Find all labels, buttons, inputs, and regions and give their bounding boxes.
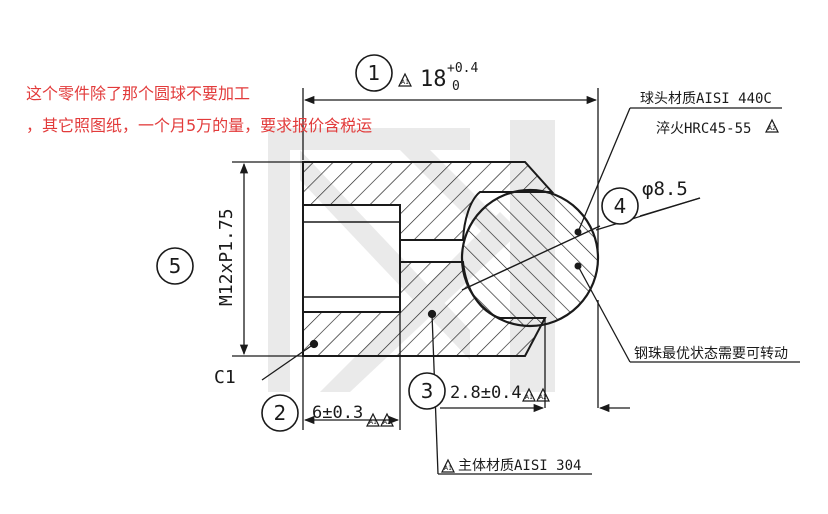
overall-length-upper: +0.4 bbox=[447, 61, 478, 76]
ref-triangles bbox=[366, 72, 779, 473]
ball-hardening-label: 淬火HRC45-55 bbox=[656, 121, 751, 137]
balloon-1 bbox=[355, 54, 393, 92]
protrusion-dim bbox=[440, 300, 630, 413]
overall-length-base: 18 bbox=[420, 67, 447, 92]
overall-length-dim bbox=[302, 88, 599, 250]
ball-dia-leader bbox=[595, 197, 701, 231]
body-section bbox=[302, 161, 555, 357]
ref-a1-protrusion: A1 bbox=[525, 394, 533, 401]
body-material-label: 主体材质AISI 304 bbox=[458, 458, 581, 474]
red-note-line-1: 这个零件除了那个圆球不要加工 bbox=[26, 84, 251, 103]
red-note-line-2: ，其它照图纸，一个月5万的量，要求报价含税运 bbox=[26, 116, 373, 135]
ref-a1-top: A1 bbox=[401, 79, 409, 86]
chamfer-label: C1 bbox=[214, 367, 236, 388]
ref-a2-protrusion: A2 bbox=[539, 394, 547, 401]
ball-diameter-label: φ8.5 bbox=[642, 178, 688, 200]
ref-a2-bore: A2 bbox=[383, 419, 391, 426]
balloon-2-label: 2 bbox=[274, 401, 287, 425]
balloon-3 bbox=[408, 372, 446, 410]
thread-spec: M12xP1.75 bbox=[216, 208, 237, 306]
ball bbox=[460, 188, 601, 328]
balloon-5-label: 5 bbox=[169, 254, 182, 278]
ref-a1-body: A1 bbox=[444, 465, 452, 472]
bore-depth-dim bbox=[302, 312, 401, 430]
ref-a1-bore: A1 bbox=[369, 419, 377, 426]
ref-a2-hardening: A2 bbox=[768, 125, 776, 132]
thread-dim bbox=[232, 161, 303, 357]
balloon-5 bbox=[156, 247, 194, 285]
ball-rotation-leader bbox=[577, 265, 800, 363]
bore-depth-label: 6±0.3 bbox=[312, 403, 363, 423]
balloon-1-label: 1 bbox=[368, 61, 381, 85]
balloon-2 bbox=[261, 394, 299, 432]
ball-material-leader bbox=[577, 107, 782, 233]
balloon-4 bbox=[601, 187, 639, 225]
ball-material-label: 球头材质AISI 440C bbox=[640, 91, 772, 107]
balloon-3-label: 3 bbox=[421, 379, 434, 403]
ball-rotation-label: 钢珠最优状态需要可转动 bbox=[634, 346, 788, 362]
overall-length-lower: 0 bbox=[452, 79, 460, 94]
chamfer-leader bbox=[261, 339, 319, 381]
balloon-4-label: 4 bbox=[614, 194, 627, 218]
protrusion-label: 2.8±0.4 bbox=[450, 383, 522, 403]
